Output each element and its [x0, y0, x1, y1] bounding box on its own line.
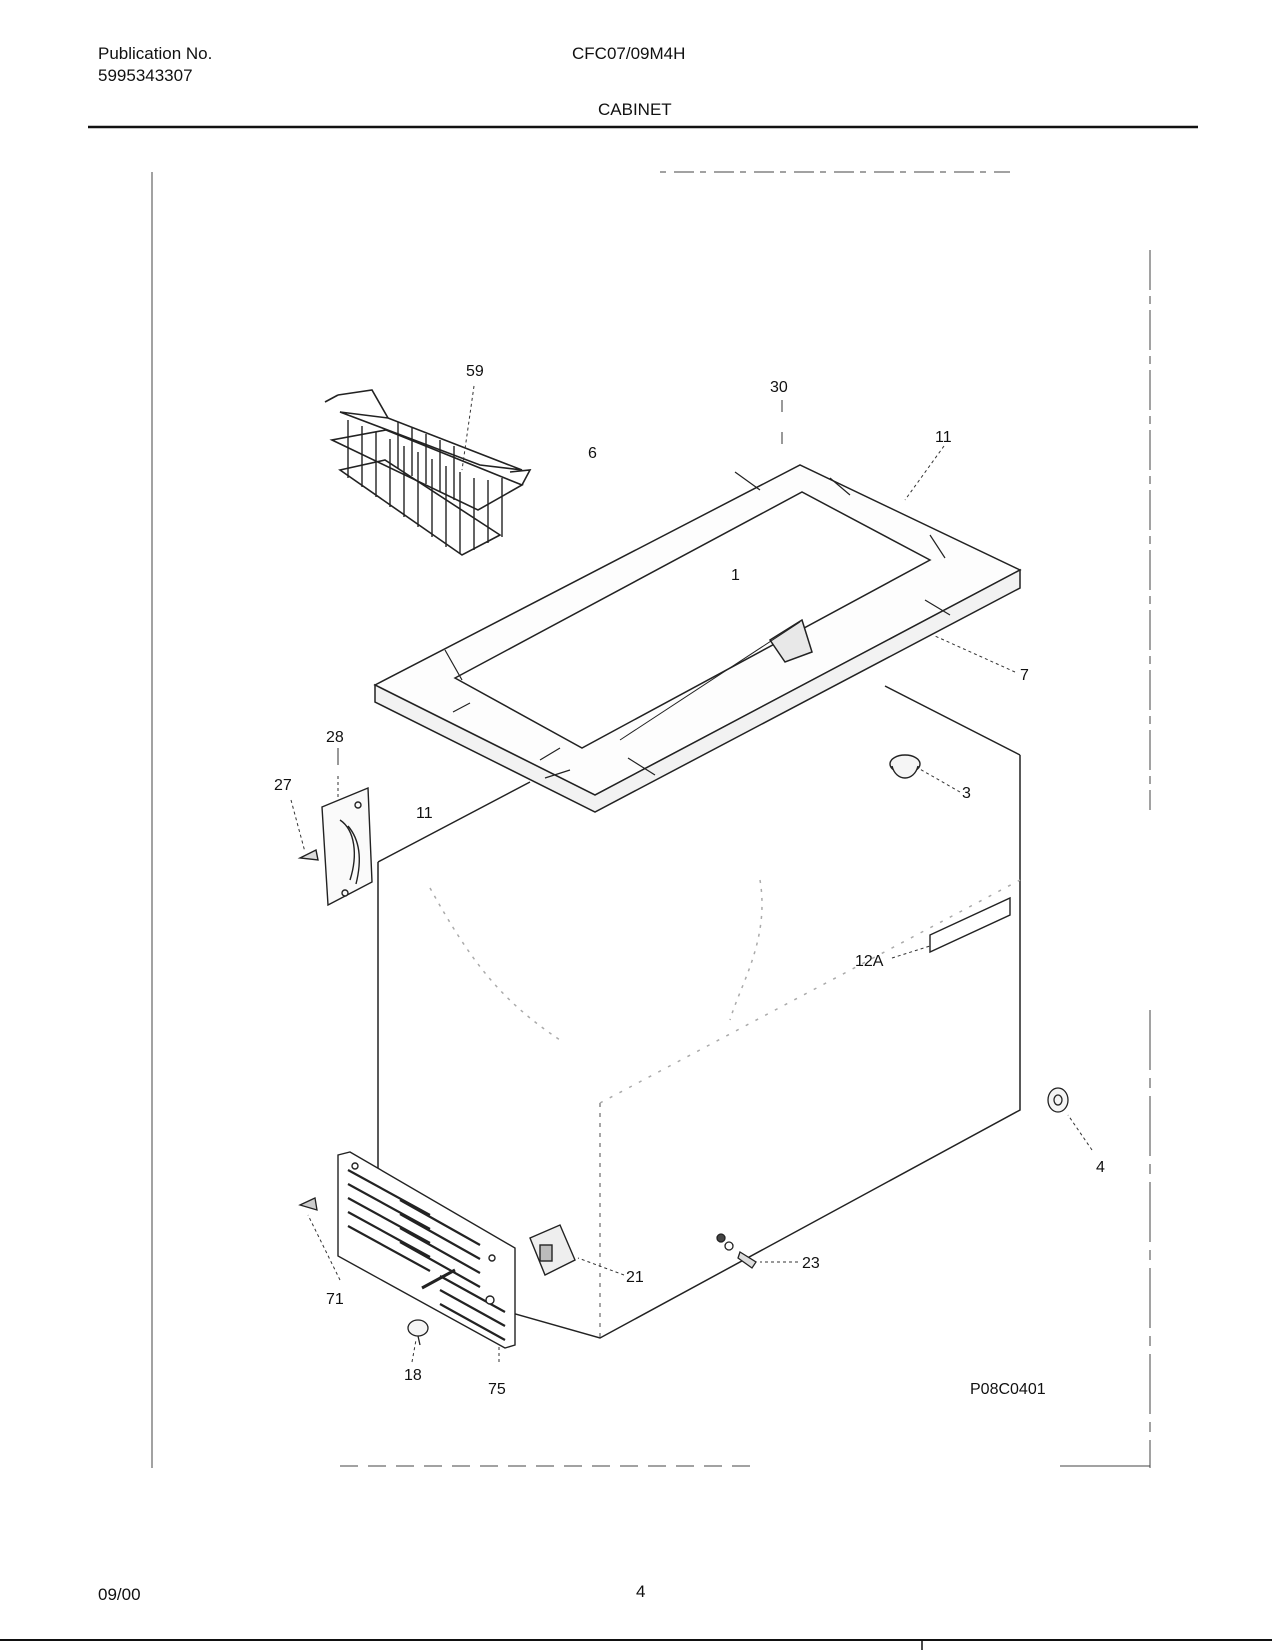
- model-number: CFC07/09M4H: [572, 44, 686, 63]
- leveling-foot: [407, 1319, 429, 1346]
- drawing-code: P08C0401: [970, 1381, 1046, 1398]
- section-title: CABINET: [598, 100, 672, 119]
- publication-number: 5995343307: [98, 66, 193, 85]
- callout-1: 1: [731, 567, 740, 584]
- callout-11-side: 11: [416, 805, 433, 822]
- lock-assembly: [716, 1233, 757, 1269]
- callout-7: 7: [1020, 667, 1029, 684]
- callout-4: 4: [1096, 1159, 1105, 1176]
- publication-label: Publication No.: [98, 44, 213, 63]
- thermostat-control: [529, 1224, 576, 1276]
- wire-basket: [324, 389, 532, 556]
- callout-71: 71: [326, 1291, 344, 1308]
- footer-date: 09/00: [98, 1585, 141, 1604]
- hinge-assembly: [297, 786, 373, 907]
- callout-18: 18: [404, 1367, 422, 1384]
- callout-59: 59: [466, 363, 484, 380]
- callout-28: 28: [326, 729, 344, 746]
- callout-labels: 59 30 11 6 1 7 28 27 11 3 12A 4 71 21 23…: [274, 363, 1105, 1398]
- callout-30: 30: [770, 379, 788, 396]
- cabinet-body: [377, 685, 1021, 1339]
- grille-screw: [298, 1197, 318, 1211]
- callout-11-top: 11: [935, 429, 952, 446]
- rear-foot: [1047, 1087, 1069, 1113]
- callout-21: 21: [626, 1269, 644, 1286]
- vent-grille: [337, 1151, 516, 1349]
- callout-3: 3: [962, 785, 971, 802]
- callout-27: 27: [274, 777, 292, 794]
- callout-75: 75: [488, 1381, 506, 1398]
- door-gasket: [373, 464, 1022, 813]
- callout-12a: 12A: [855, 953, 884, 970]
- diagram-frame: [151, 171, 1151, 1468]
- callout-23: 23: [802, 1255, 820, 1272]
- leader-lines: [290, 385, 1093, 1363]
- page-number: 4: [636, 1582, 646, 1601]
- callout-6: 6: [588, 445, 597, 462]
- drain-plug: [889, 754, 921, 779]
- rating-label-plate: [929, 896, 1011, 954]
